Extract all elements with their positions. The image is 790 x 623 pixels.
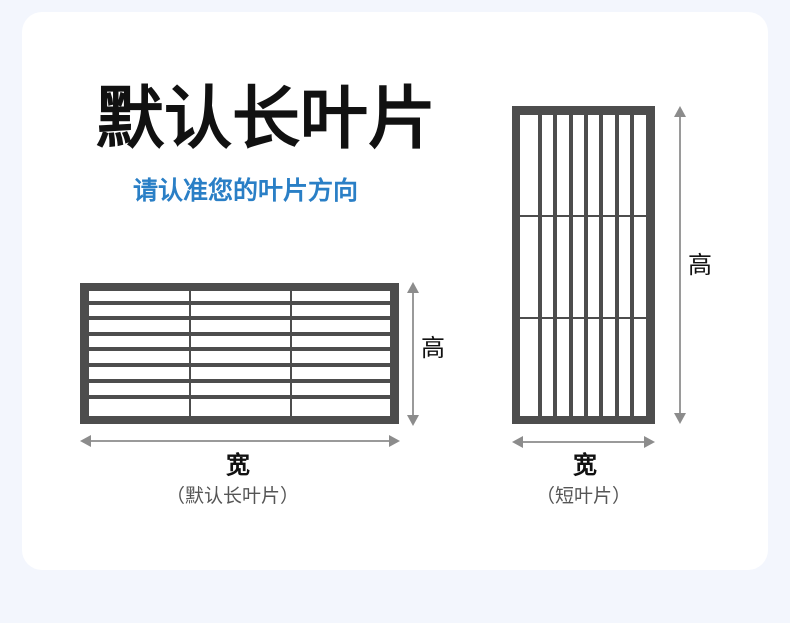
slat [89,332,390,336]
slat [630,115,634,416]
height-label: 高 [688,251,712,279]
page-title: 默认长叶片 [96,80,437,159]
slat [89,379,390,383]
slat [89,301,390,305]
column-divider [189,291,191,416]
width-arrow-icon [512,436,655,448]
slat [599,115,603,416]
row-divider [520,215,646,217]
slat [584,115,588,416]
row-divider [520,317,646,319]
height-label: 高 [421,334,445,362]
page-subtitle: 请认准您的叶片方向 [133,176,359,205]
height-arrow-icon [407,282,419,426]
width-arrow-icon [80,435,400,447]
slat [89,363,390,367]
slat-type-caption: （短叶片） [536,485,632,507]
width-label: 宽 [226,451,250,479]
column-divider [290,291,292,416]
slat [615,115,619,416]
slat [89,395,390,399]
slat-type-caption: （默认长叶片） [166,485,300,507]
height-arrow-icon [674,106,686,424]
slat [538,115,542,416]
width-label: 宽 [573,451,597,479]
slat [553,115,557,416]
slat [569,115,573,416]
slat [89,316,390,320]
slat [89,347,390,351]
